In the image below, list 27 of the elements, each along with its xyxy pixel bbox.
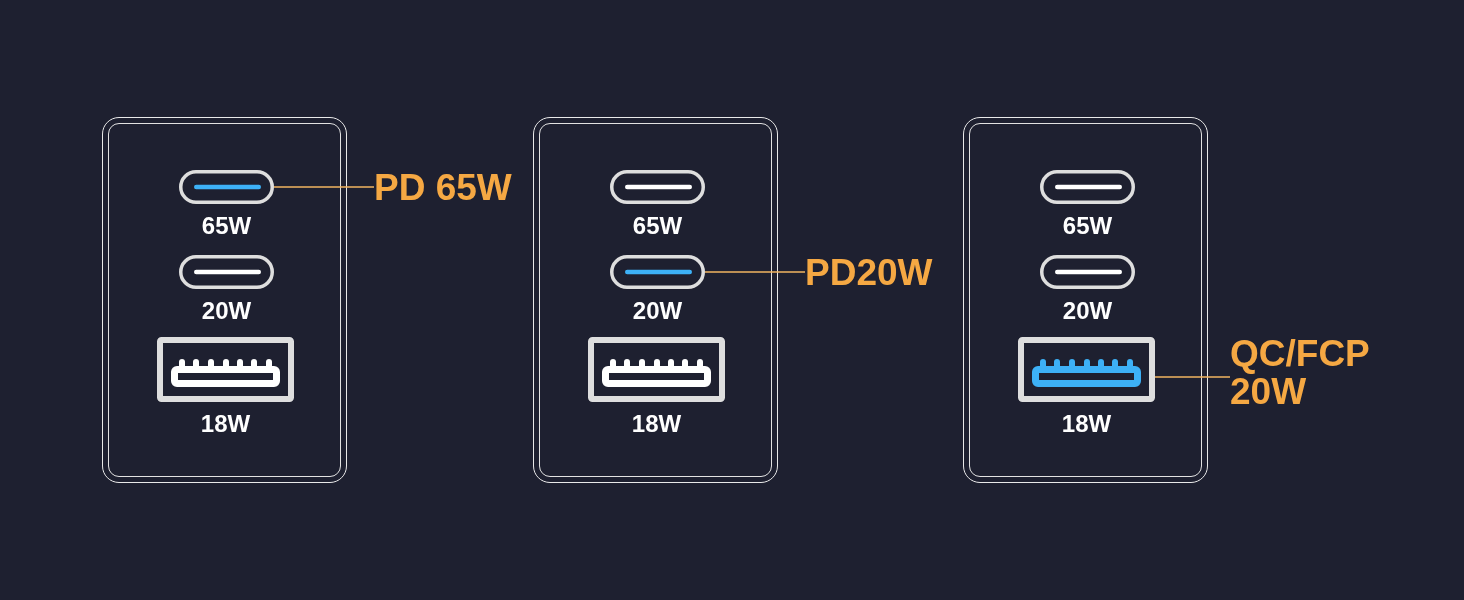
power-rating-label: 18W: [200, 411, 251, 437]
callout-label: PD20W: [805, 254, 933, 292]
charger-panel: [533, 117, 778, 483]
usb-c-port-icon: [610, 255, 705, 289]
leader-line: [273, 186, 375, 188]
usb-a-port-icon: [588, 337, 725, 402]
usb-a-port-icon: [1018, 337, 1155, 402]
usb-c-port-icon: [610, 170, 705, 204]
power-rating-label: 65W: [1062, 213, 1113, 239]
callout-label: PD 65W: [374, 169, 512, 207]
power-rating-label: 65W: [632, 213, 683, 239]
power-rating-label: 65W: [201, 213, 252, 239]
power-rating-label: 20W: [201, 298, 252, 324]
power-rating-label: 20W: [632, 298, 683, 324]
usb-c-port-icon: [179, 255, 274, 289]
callout-label: QC/FCP 20W: [1230, 335, 1372, 411]
power-rating-label: 18W: [631, 411, 682, 437]
power-rating-label: 18W: [1061, 411, 1112, 437]
charger-panel: [963, 117, 1208, 483]
usb-c-port-icon: [1040, 255, 1135, 289]
charger-panel: [102, 117, 347, 483]
usb-c-port-icon: [179, 170, 274, 204]
leader-line: [1154, 376, 1231, 378]
leader-line: [704, 271, 806, 273]
power-rating-label: 20W: [1062, 298, 1113, 324]
usb-c-port-icon: [1040, 170, 1135, 204]
usb-a-port-icon: [157, 337, 294, 402]
